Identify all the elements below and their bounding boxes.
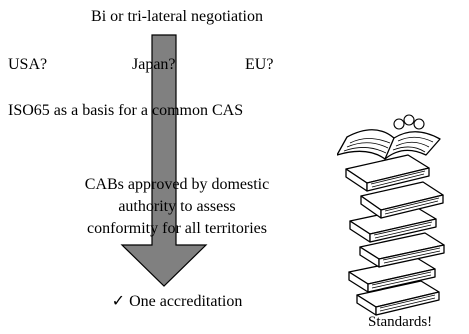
book-6-page-lines xyxy=(371,271,432,289)
book-2-page-lines xyxy=(370,170,426,188)
page-lines-open-book-left xyxy=(343,138,391,154)
open-book xyxy=(337,129,441,160)
book-4-page-lines xyxy=(373,221,433,239)
open-book-spine xyxy=(384,137,395,160)
binding-ring-2 xyxy=(403,114,415,126)
cab-approval-line-1: CABs approved by domestic xyxy=(84,176,270,193)
region-usa: USA? xyxy=(8,56,48,73)
cab-approval-line-3: conformity for all territories xyxy=(87,220,267,237)
book-3-page-lines xyxy=(384,197,440,215)
region-eu: EU? xyxy=(245,56,274,73)
region-japan: Japan? xyxy=(132,56,176,73)
basis-statement: ISO65 as a basis for a common CAS xyxy=(8,102,244,119)
cab-approval-statement: CABs approved by domestic authority to a… xyxy=(0,174,354,240)
page-lines-open-book-right xyxy=(392,136,434,153)
book-7-page-lines xyxy=(379,294,436,312)
binding-ring-1 xyxy=(393,118,405,130)
one-accreditation-outcome: ✓ One accreditation xyxy=(111,293,243,310)
down-arrow-shape xyxy=(120,34,208,287)
book-5-page-lines xyxy=(382,247,441,264)
standards-label: Standards! xyxy=(368,314,433,330)
diagram-title: Bi or tri-lateral negotiation xyxy=(91,8,263,25)
cab-approval-line-2: authority to assess xyxy=(118,198,236,215)
book-stack-icon xyxy=(337,114,445,316)
binding-ring-3 xyxy=(413,118,425,130)
